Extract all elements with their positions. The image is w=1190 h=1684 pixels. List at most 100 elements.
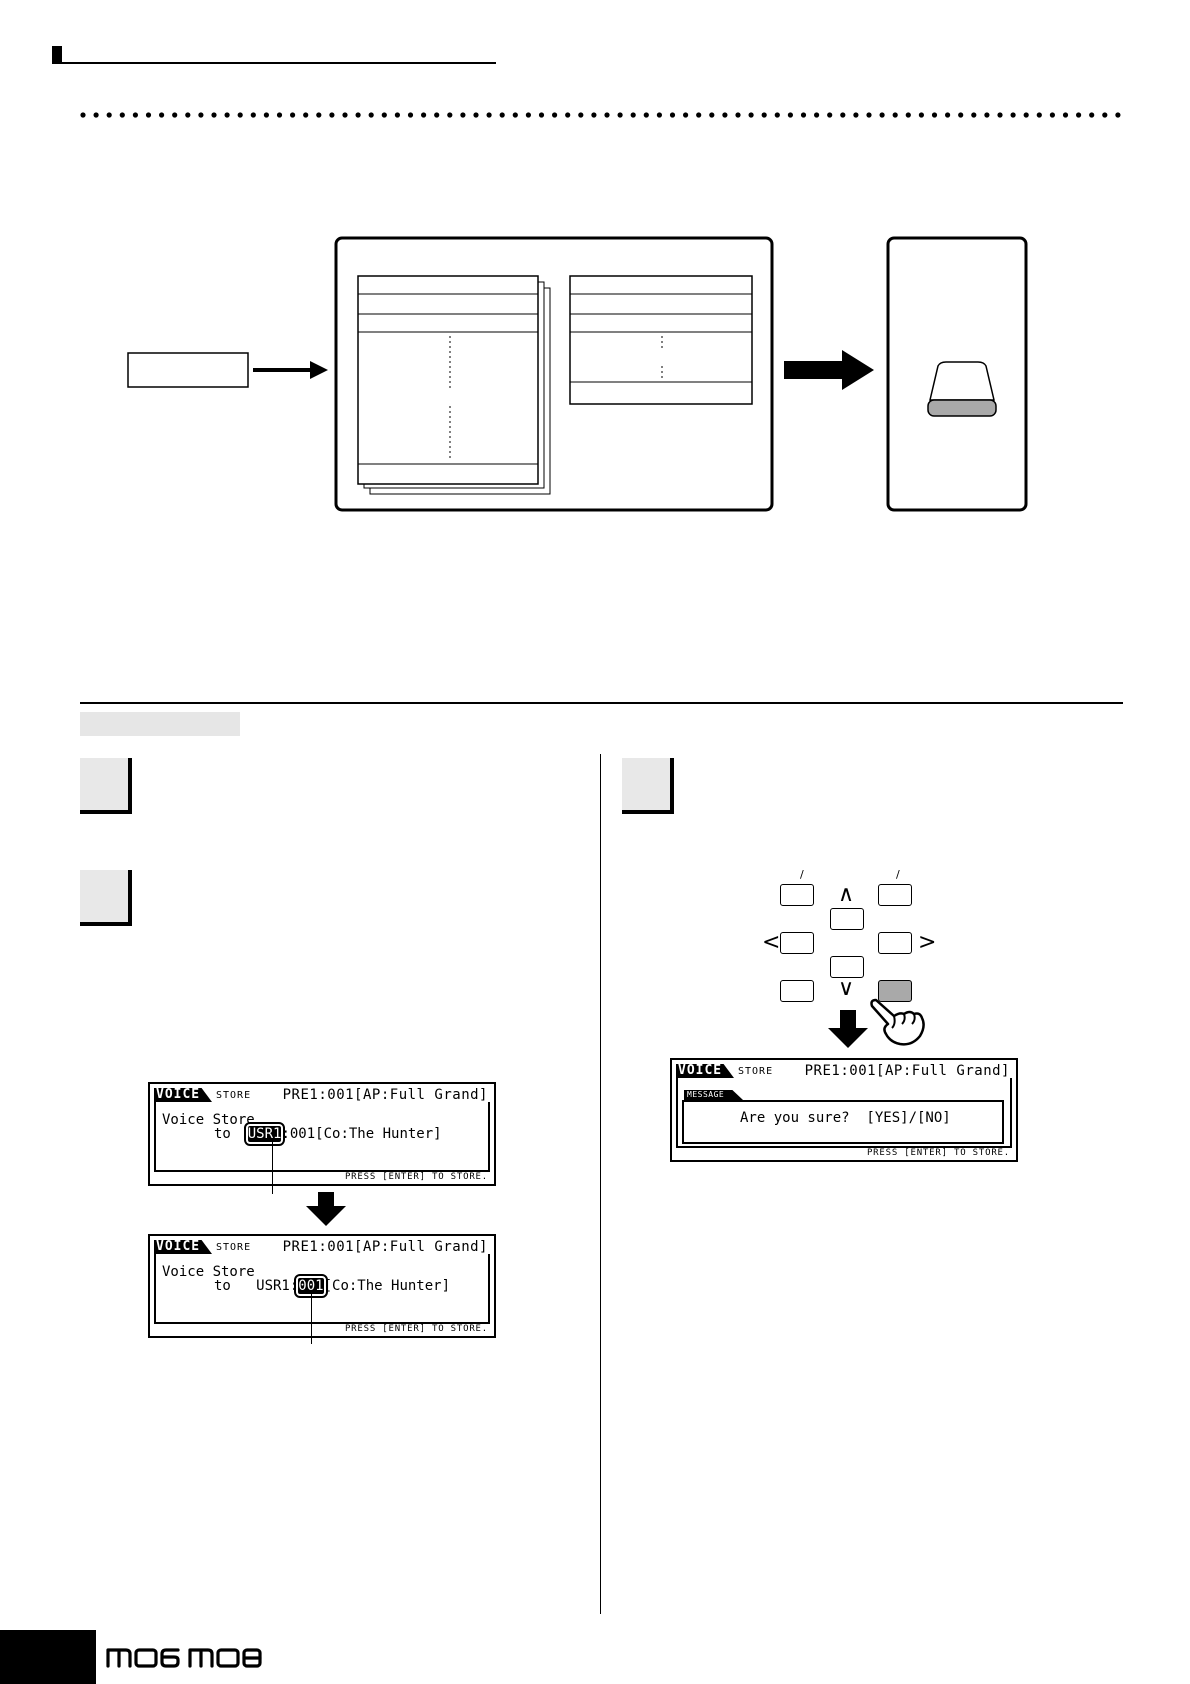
lcd-store-number: VOICE STORE PRE1:001[AP:Full Grand] Voic… xyxy=(148,1234,496,1338)
cursor-left-label: < xyxy=(762,930,781,955)
lcd-line-2-suffix: [Co:The Hunter] xyxy=(323,1278,451,1294)
divider-dot xyxy=(709,112,715,118)
right-arrow-icon xyxy=(253,361,328,379)
divider-dot xyxy=(735,112,741,118)
divider-dot xyxy=(748,112,754,118)
divider-dot xyxy=(394,112,400,118)
divider-dot xyxy=(879,112,885,118)
divider-dot xyxy=(316,112,322,118)
divider-dot xyxy=(237,112,243,118)
divider-dot xyxy=(591,112,597,118)
cursor-up-label: ∧ xyxy=(838,882,855,907)
divider-dot xyxy=(814,112,820,118)
divider-dot xyxy=(224,112,230,118)
divider-dot xyxy=(617,112,623,118)
divider-dot xyxy=(565,112,571,118)
divider-dot xyxy=(1036,112,1042,118)
step-1-box xyxy=(80,758,132,814)
divider-dot xyxy=(447,112,453,118)
divider-dot xyxy=(656,112,663,118)
lcd-function: STORE xyxy=(216,1090,252,1101)
divider-dot xyxy=(159,112,165,118)
divider-dot xyxy=(971,112,977,118)
number-callout-line xyxy=(311,1292,312,1344)
lcd-line-2-prefix: to xyxy=(214,1126,248,1142)
section-tab xyxy=(80,712,240,736)
divider-dot xyxy=(93,112,99,118)
divider-dot xyxy=(185,112,191,118)
divider-dot xyxy=(1076,112,1082,118)
cursor-down-label: ∨ xyxy=(838,976,855,1001)
divider-dot xyxy=(80,112,86,118)
button-tick-mark: / xyxy=(896,868,900,881)
divider-dot xyxy=(460,112,466,118)
divider-dot xyxy=(211,112,217,118)
divider-dot xyxy=(761,112,767,118)
divider-dot xyxy=(1049,112,1055,118)
lcd-bank-cursor[interactable]: USR1 xyxy=(243,1122,286,1146)
divider-dot xyxy=(722,112,728,118)
lcd-hint: PRESS [ENTER] TO STORE. xyxy=(866,1148,1010,1158)
divider-dot xyxy=(434,112,440,118)
divider-dot xyxy=(486,112,492,118)
message-box xyxy=(682,1100,1004,1144)
divider-dot xyxy=(787,112,794,118)
down-arrow-icon xyxy=(306,1192,346,1226)
confirm-message: Are you sure? [YES]/[NO] xyxy=(740,1110,951,1126)
divider-dot xyxy=(643,112,649,118)
divider-dot xyxy=(132,112,138,118)
dec-no-button[interactable] xyxy=(780,884,814,906)
down-arrow-icon xyxy=(828,1010,868,1048)
divider-dot xyxy=(958,112,964,118)
voice-table-left xyxy=(357,275,539,485)
divider-dot xyxy=(421,112,427,118)
cursor-right-label: > xyxy=(918,930,937,955)
divider-dot xyxy=(578,112,584,118)
divider-dot xyxy=(669,112,676,118)
divider-dot xyxy=(119,112,125,118)
lcd-mode: VOICE xyxy=(676,1064,734,1078)
divider-dot xyxy=(604,112,610,118)
lcd-source-voice: PRE1:001[AP:Full Grand] xyxy=(282,1087,488,1103)
divider-dot xyxy=(290,112,296,118)
lcd-line-1: Voice Store xyxy=(162,1112,255,1128)
internal-memory-box xyxy=(334,236,774,512)
inc-yes-button[interactable] xyxy=(878,884,912,906)
divider-dot xyxy=(1115,112,1121,118)
section-rule xyxy=(80,702,1123,704)
divider-dot xyxy=(263,112,269,118)
divider-dot xyxy=(106,112,112,118)
lcd-hint: PRESS [ENTER] TO STORE. xyxy=(344,1172,488,1182)
lcd-source-voice: PRE1:001[AP:Full Grand] xyxy=(282,1239,488,1255)
cursor-down-button[interactable] xyxy=(830,956,864,978)
header-mark xyxy=(52,46,62,64)
cursor-up-button[interactable] xyxy=(830,908,864,930)
external-device-box xyxy=(886,236,1028,512)
enter-button[interactable] xyxy=(878,980,912,1002)
pointing-hand-icon xyxy=(870,998,925,1046)
divider-dot xyxy=(303,112,309,118)
divider-dot xyxy=(853,112,859,118)
divider-dot xyxy=(1023,112,1029,118)
step-2-box xyxy=(80,870,132,926)
lcd-line-2-prefix: to USR1: xyxy=(214,1278,299,1294)
divider-dot xyxy=(696,112,702,118)
lcd-number-cursor[interactable]: 001 xyxy=(294,1274,328,1298)
divider-dot xyxy=(931,112,938,118)
cursor-right-button[interactable] xyxy=(878,932,912,954)
memory-diagram xyxy=(127,236,1028,512)
step-3-box xyxy=(622,758,674,814)
lcd-line-1: Voice Store xyxy=(162,1264,255,1280)
divider-dot xyxy=(997,112,1003,118)
storage-device-icon xyxy=(927,361,997,417)
lcd-line-2: to USR1:001[Co:The Hunter] xyxy=(214,1274,451,1298)
edit-buffer-box xyxy=(127,352,249,388)
exit-button[interactable] xyxy=(780,980,814,1002)
divider-dot xyxy=(473,112,479,118)
footer-page-block xyxy=(0,1630,96,1684)
divider-dot xyxy=(145,112,152,118)
cursor-left-button[interactable] xyxy=(780,932,814,954)
divider-dot xyxy=(905,112,911,118)
voice-table-right xyxy=(569,275,753,405)
divider-dot xyxy=(1062,112,1069,118)
